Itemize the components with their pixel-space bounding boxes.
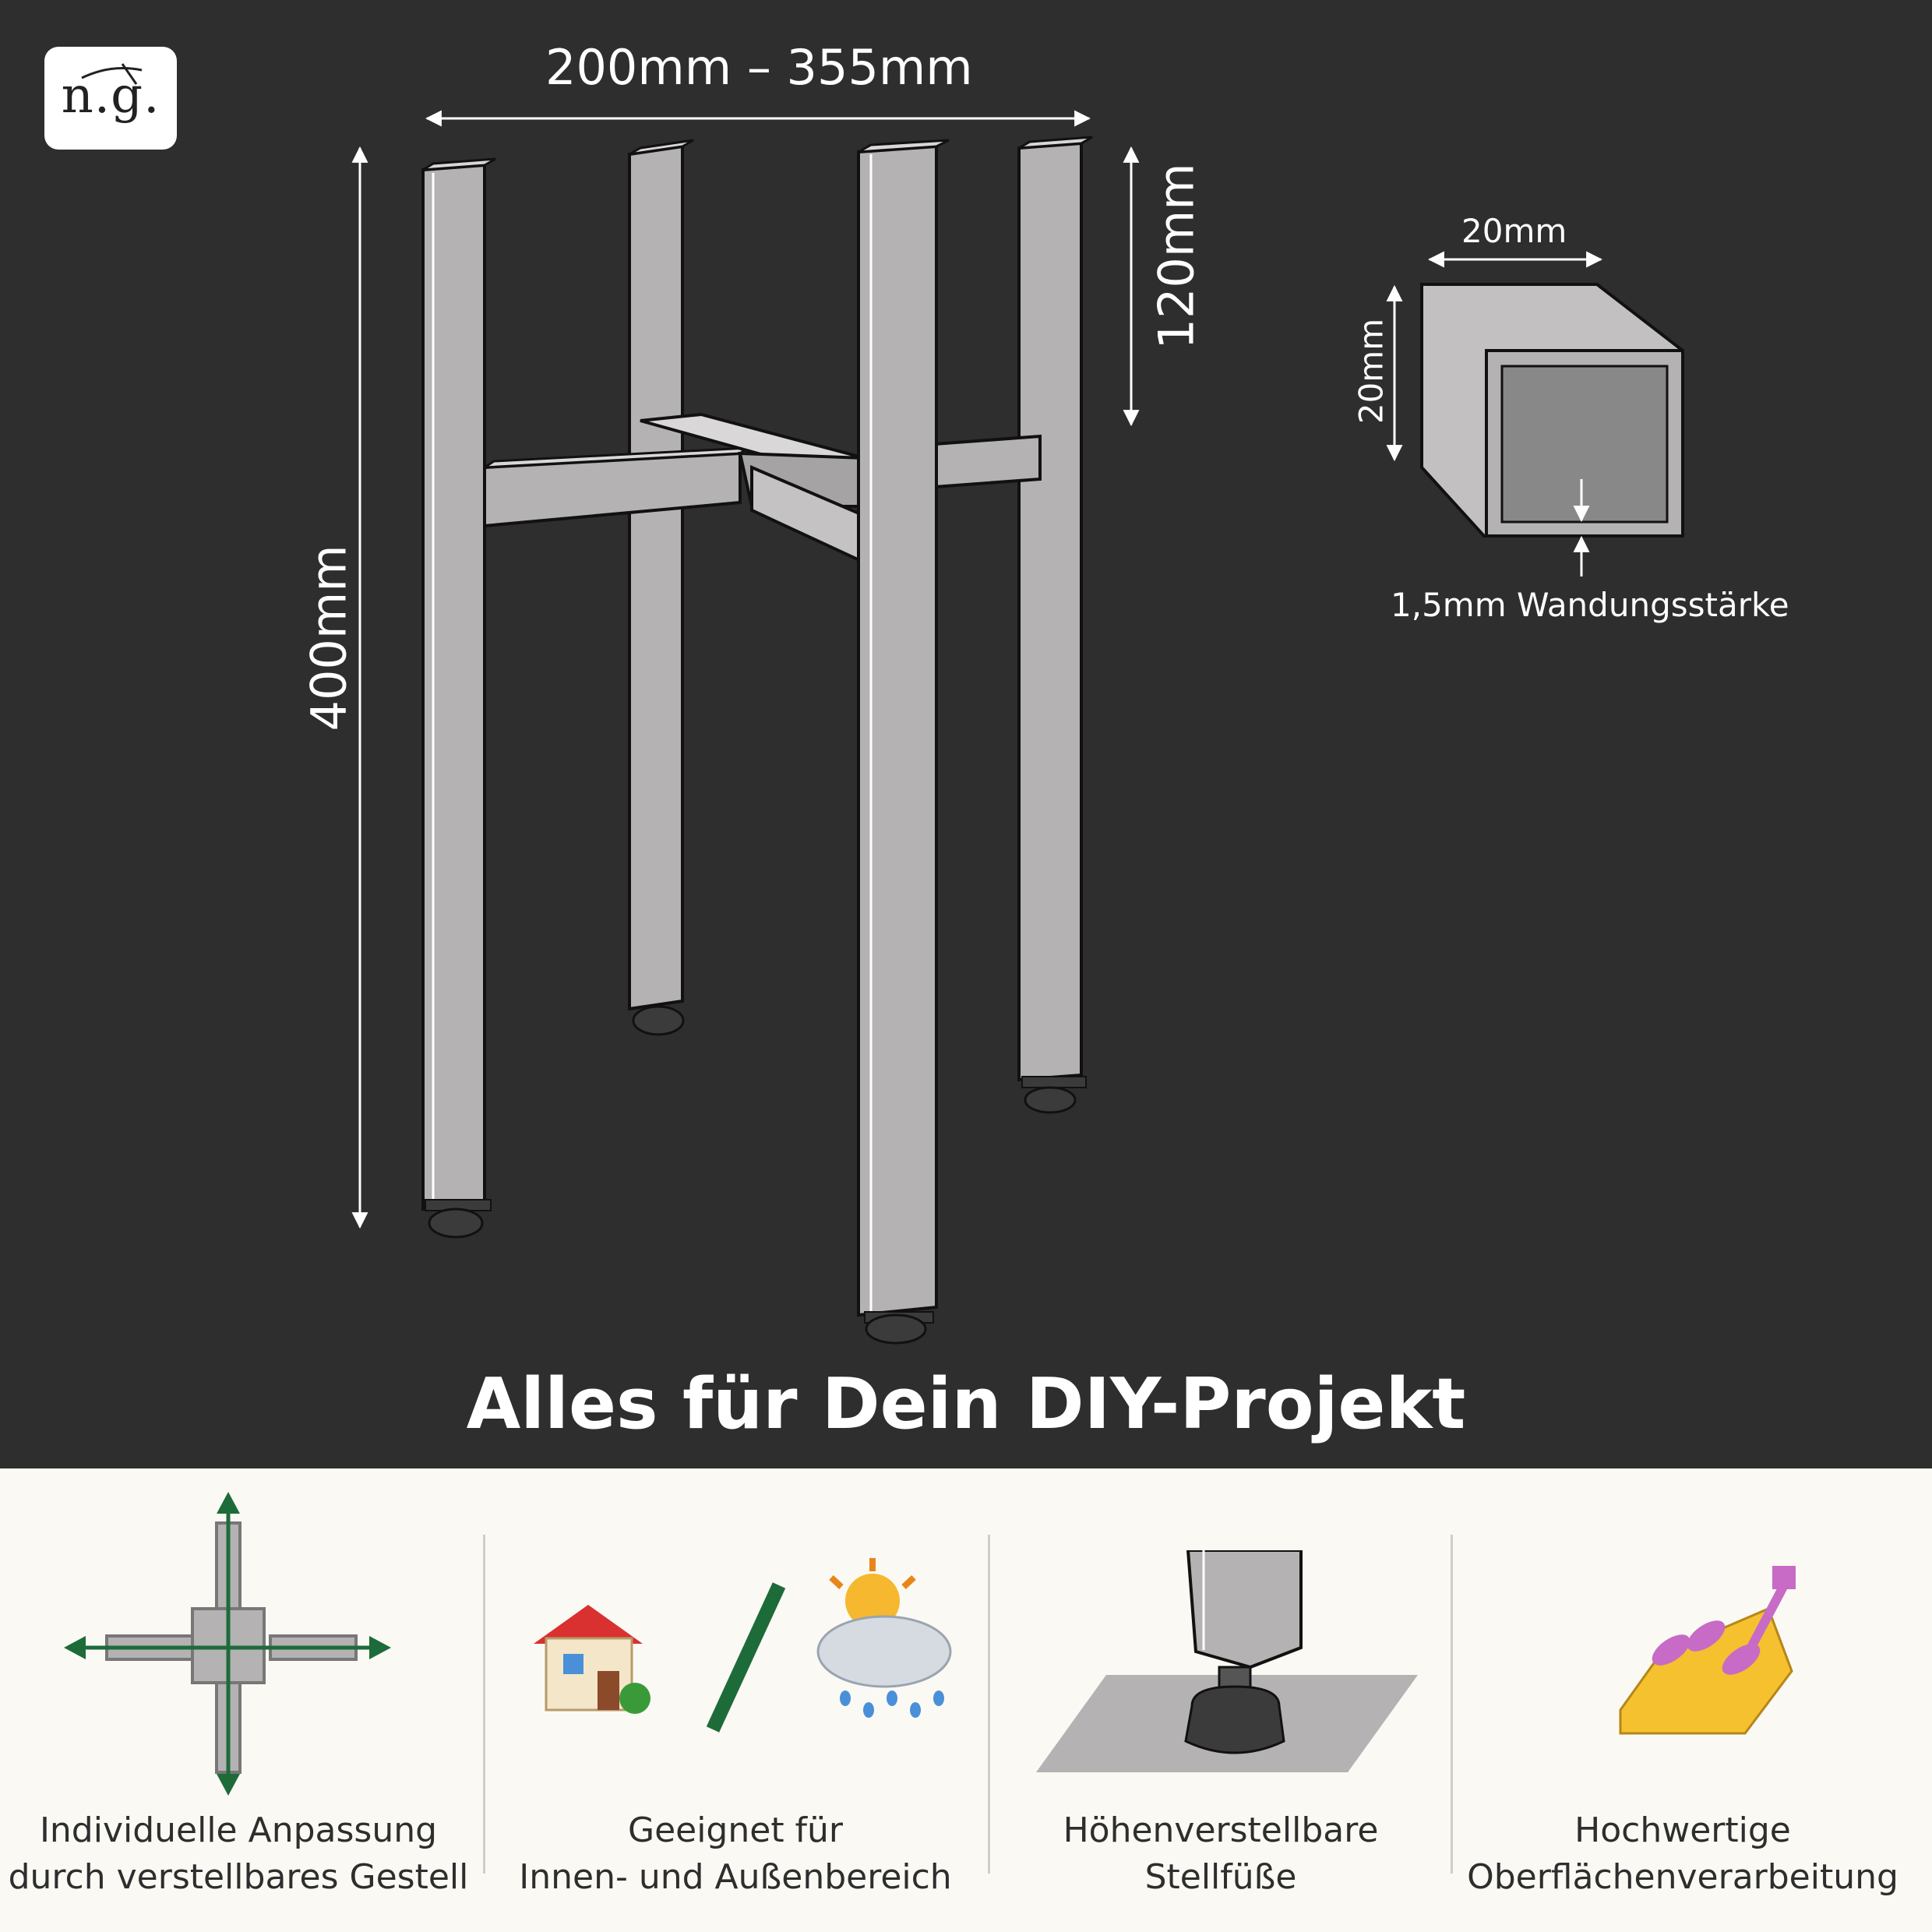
feature-divider — [988, 1535, 990, 1874]
feature-label-line2: Stellfüße — [1144, 1857, 1297, 1897]
wall-thickness-label: 1,5mm Wandungsstärke — [1391, 586, 1789, 624]
product-diagram-panel — [0, 0, 1932, 1468]
feature-surface-finish-label: Hochwertige Oberflächenverarbeitung — [1457, 1807, 1909, 1901]
adjustable-cross-icon — [64, 1492, 391, 1796]
spray-paint-icon — [1619, 1566, 1796, 1735]
top-height-label: 120mm — [1148, 163, 1205, 350]
features-panel — [0, 1468, 1932, 1932]
profile-cross-section — [1386, 251, 1684, 576]
cross-bar-right — [933, 434, 1042, 489]
leveling-foot-icon — [1036, 1550, 1418, 1772]
feature-label-line1: Geeignet für — [627, 1810, 844, 1850]
feature-label-line2: Innen- und Außenbereich — [519, 1857, 952, 1897]
profile-height-label: 20mm — [1352, 318, 1391, 425]
center-bracket — [640, 412, 866, 564]
feature-label-line1: Hochwertige — [1574, 1810, 1791, 1850]
slash-divider — [706, 1582, 786, 1733]
feature-divider — [1451, 1535, 1453, 1874]
feature-label-line1: Höhenverstellbare — [1063, 1810, 1379, 1850]
feature-adjustable-label: Individuelle Anpassung durch verstellbar… — [0, 1807, 477, 1901]
feature-label-line1: Individuelle Anpassung — [39, 1810, 438, 1850]
feature-label-line2: durch verstellbares Gestell — [8, 1857, 469, 1897]
width-dimension-label: 200mm – 355mm — [545, 39, 973, 96]
front-right-leg — [857, 139, 950, 1345]
house-and-weather-icon — [534, 1558, 952, 1733]
feature-indoor-outdoor-label: Geeignet für Innen- und Außenbereich — [491, 1807, 980, 1901]
logo-text: n.g. — [61, 67, 160, 125]
cross-bar-left — [480, 446, 753, 528]
feature-leveling-feet-label: Höhenverstellbare Stellfüße — [996, 1807, 1446, 1901]
back-left-leg — [628, 139, 694, 1036]
profile-width-label: 20mm — [1461, 212, 1567, 250]
headline: Alles für Dein DIY-Projekt — [466, 1363, 1466, 1445]
logo-swoosh-icon — [81, 63, 143, 85]
back-right-leg — [1017, 136, 1093, 1114]
weather-icon — [816, 1558, 952, 1718]
brand-logo: n.g. — [44, 47, 177, 150]
house-icon — [534, 1605, 650, 1714]
feature-label-line2: Oberflächenverarbeitung — [1467, 1857, 1899, 1897]
plant-stand-drawing — [351, 110, 1684, 1345]
feature-divider — [483, 1535, 485, 1874]
front-left-leg — [421, 157, 496, 1239]
total-height-label: 400mm — [300, 545, 358, 732]
